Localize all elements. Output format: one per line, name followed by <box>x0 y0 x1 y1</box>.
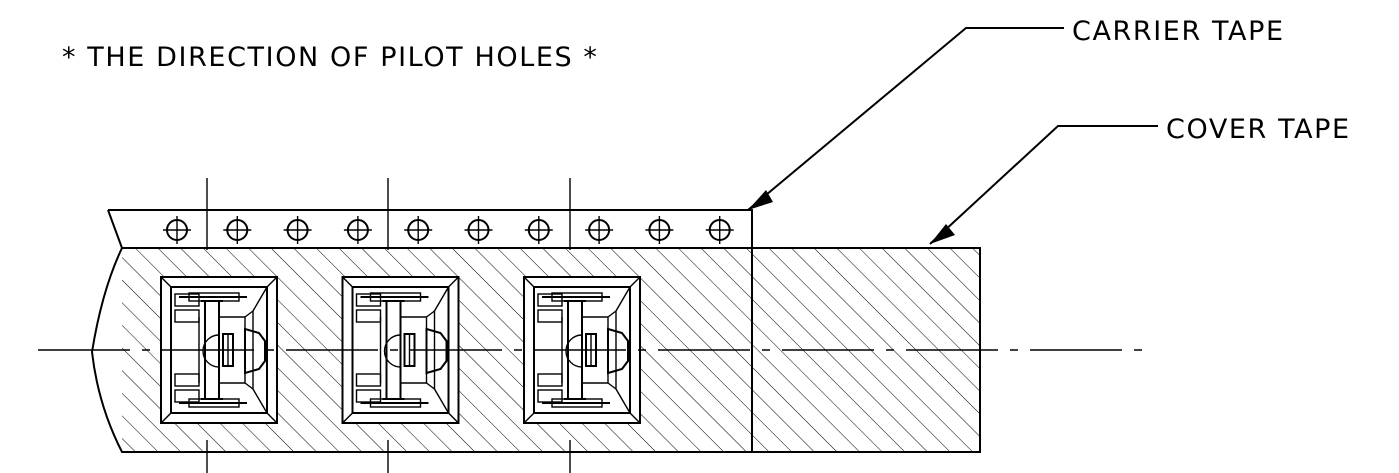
pilot-hole <box>404 216 433 244</box>
pilot-hole <box>223 216 252 244</box>
pocket-centerlines <box>206 178 571 473</box>
pilot-hole <box>464 216 493 244</box>
pilot-hole <box>645 216 674 244</box>
cover-tape-label: COVER TAPE <box>1166 114 1351 145</box>
pilot-hole <box>163 216 191 244</box>
carrier-tape-leader <box>747 27 1064 211</box>
cover-tape-leader <box>929 125 1158 245</box>
pilot-hole <box>283 216 312 244</box>
pilot-hole <box>343 216 372 244</box>
carrier-tape-label: CARRIER TAPE <box>1072 16 1285 47</box>
smd-component <box>537 286 631 414</box>
pilot-hole <box>705 216 734 244</box>
pilot-hole <box>585 216 614 244</box>
pilot-holes <box>163 216 734 244</box>
pilot-hole <box>524 216 553 244</box>
drawing-title: * THE DIRECTION OF PILOT HOLES * <box>62 42 599 73</box>
